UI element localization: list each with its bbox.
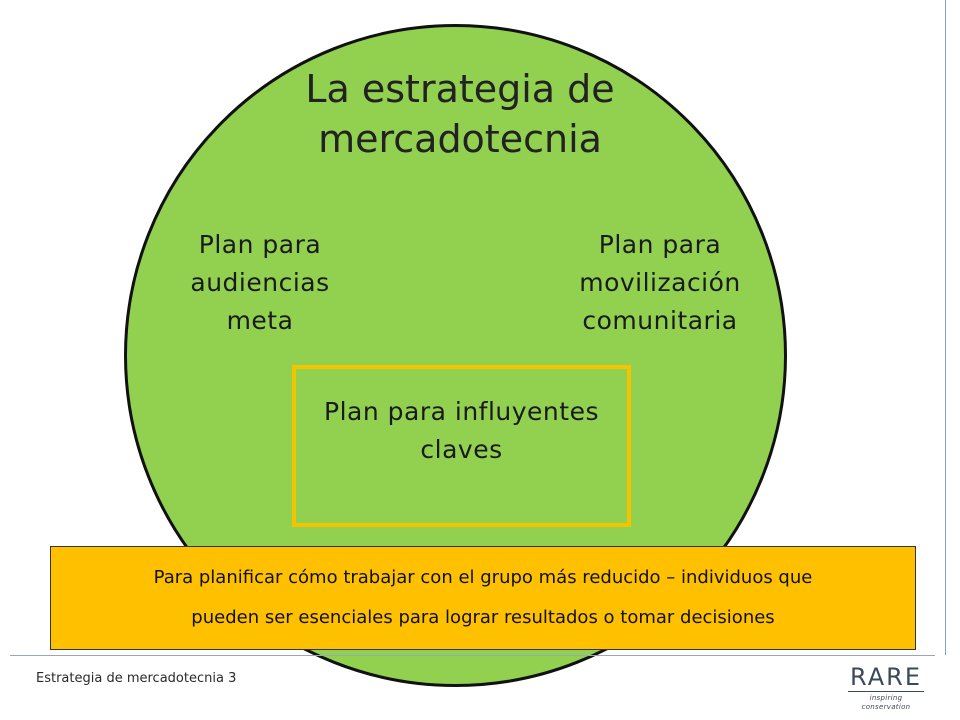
callout-text: Para planificar cómo trabajar con el gru…	[50, 558, 916, 638]
rare-logo: RARE inspiring conservation	[846, 664, 926, 712]
logo-tagline: inspiring conservation	[861, 694, 911, 711]
footer-text: Estrategia de mercadotecnia 3	[36, 671, 237, 686]
plan-key-influencers: Plan para influyentes claves	[324, 397, 599, 464]
logo-wordmark: RARE	[850, 663, 922, 691]
callout-line-2: pueden ser esenciales para lograr result…	[191, 607, 775, 628]
logo-rule	[848, 691, 924, 692]
slide-title: La estrategia de mercadotecnia	[305, 67, 615, 161]
callout-line-1: Para planificar cómo trabajar con el gru…	[153, 567, 813, 588]
footer-divider	[10, 655, 935, 656]
callout-box	[50, 546, 916, 650]
highlight-box	[292, 365, 631, 527]
plan-audiences: Plan para audiencias meta	[190, 230, 330, 335]
right-edge-rule	[945, 0, 946, 655]
plan-community-mobilization: Plan para movilización comunitaria	[579, 230, 741, 335]
